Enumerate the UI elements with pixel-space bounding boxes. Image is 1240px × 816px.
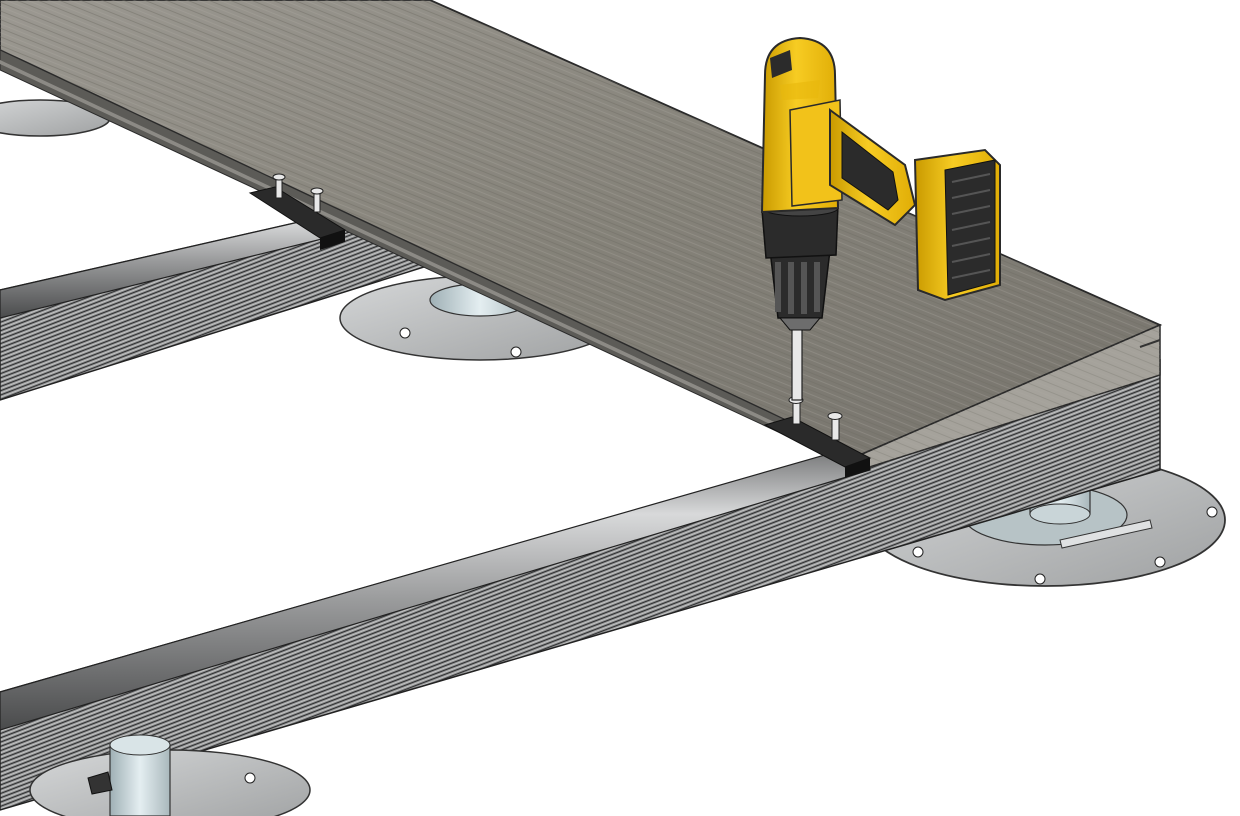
fixing-clip-left — [248, 173, 347, 250]
screw-right-2 — [827, 412, 843, 441]
drill-battery — [913, 148, 1001, 302]
drill-body — [760, 36, 843, 214]
cordless-drill — [760, 36, 1001, 401]
drill-bit — [791, 324, 803, 401]
pedestal-bottom-left — [29, 734, 311, 816]
screw-left-2 — [310, 187, 324, 213]
fixing-clip-right — [763, 396, 872, 478]
drill-chuck — [761, 199, 839, 331]
screw-left-1 — [272, 173, 286, 199]
aluminium-joist-lower — [0, 359, 1161, 811]
drill-handle — [829, 108, 917, 227]
deck-board — [0, 0, 1163, 472]
